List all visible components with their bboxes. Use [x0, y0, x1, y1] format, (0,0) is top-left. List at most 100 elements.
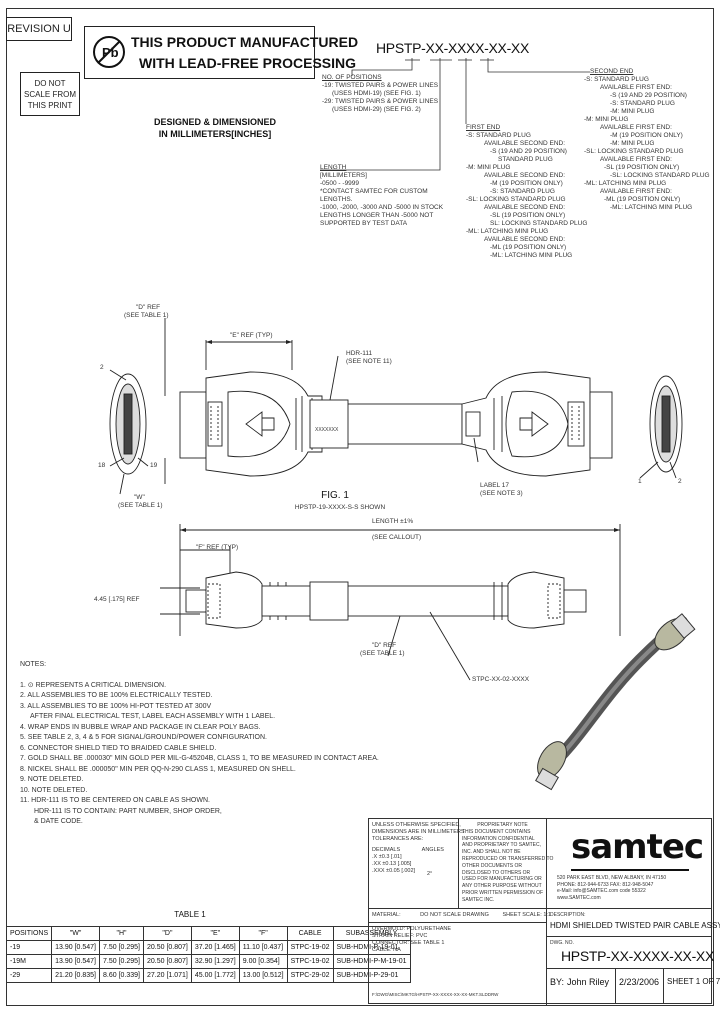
note-item: 4. WRAP ENDS IN BUBBLE WRAP AND PACKAGE … [20, 723, 261, 731]
label-d-ref-bottom: "D" REF (SEE TABLE 1) [360, 642, 405, 658]
note-item: 11. HDR-111 IS TO BE CENTERED ON CABLE A… [20, 797, 210, 804]
second-end-line: -M: MINI PLUG [610, 108, 655, 115]
first-end-line: -S: STANDARD PLUG [466, 132, 531, 139]
material-line: CONNECTOR: SEE TABLE 1 [372, 940, 445, 946]
material-line: STRAIN RELIEF: PVC [372, 933, 428, 939]
label-1-right: 1 [638, 478, 642, 485]
company-line: PHONE: 812-944-6733 FAX: 812-948-5047 [557, 881, 654, 888]
table-row: -29 21.20 [0.835] 8.60 [0.339] 27.20 [1.… [5, 968, 411, 983]
proprietary-line: THIS DOCUMENT CONTAINS [462, 828, 531, 835]
positions-title: NO. OF POSITIONS [322, 74, 382, 81]
note-item: 7. GOLD SHALL BE .000030" MIN GOLD PER M… [20, 755, 379, 762]
positions-line: -19: TWISTED PAIRS & POWER LINES [322, 82, 439, 89]
title-block: UNLESS OTHERWISE SPECIFIED, DIMENSIONS A… [368, 818, 720, 1005]
proprietary-line: DISCLOSED TO OTHERS OR [462, 869, 531, 876]
label-cable-callout: STPC-XX-02-XXXX [472, 676, 530, 683]
fig-title: FIG. 1 [321, 490, 349, 501]
first-end-line: -ML: LATCHING MINI PLUG [466, 228, 549, 235]
label-cable-note-line: (SEE NOTE 3) [480, 490, 523, 497]
material-value: DO NOT SCALE DRAWING [420, 912, 489, 918]
tolerance-line: DIMENSIONS ARE IN MILLIMETERS [372, 829, 465, 835]
side-heat-shrink [309, 581, 349, 621]
note-item: HDR-111 IS TO CONTAIN: PART NUMBER, SHOP… [34, 807, 222, 815]
iso-connector-top [654, 613, 696, 651]
label-cable-note: LABEL 17 (SEE NOTE 3) [480, 482, 523, 498]
tolerance-row: .XX ±0.13 [.005] [372, 861, 412, 867]
note-item: 6. CONNECTOR SHIELD TIED TO BRAIDED CABL… [20, 744, 217, 752]
company-cell: samtec 520 PARK EAST BLVD, NEW ALBANY, I… [547, 819, 711, 909]
notes-title: NOTES: [20, 661, 47, 668]
second-end-line: AVAILABLE FIRST END: [600, 124, 672, 131]
material-row: MATERIAL: DO NOT SCALE DRAWING SHEET SCA… [369, 909, 551, 1005]
table1: POSITIONS "W" "H" "D" "E" "F" CABLE SUBA… [5, 926, 411, 983]
angle-value: 2° [427, 871, 433, 877]
first-end-line: -SL: LOCKING STANDARD PLUG [466, 196, 566, 203]
table-cell: 37.20 [1.465] [190, 940, 240, 955]
dwg-label: DWG. NO. [550, 940, 574, 946]
by-name: John Riley [567, 977, 610, 987]
table-cell: 11.10 [0.437] [238, 940, 288, 955]
revision-box: REVISION U [6, 17, 72, 41]
samtec-logo: samtec [571, 827, 704, 867]
table1-header-cell: "H" [99, 926, 144, 941]
table1-header-cell: CABLE [286, 926, 334, 941]
dwg-number-cell: DWG. NO. HPSTP-XX-XXXX-XX-XX [547, 937, 715, 969]
do-not-scale-line: THIS PRINT [27, 101, 73, 110]
tolerance-row: .X ±0.3 [.01] [372, 854, 402, 860]
lead-free-box: Pb THIS PRODUCT MANUFACTURED WITH LEAD-F… [84, 26, 358, 79]
proprietary-title: PROPRIETARY NOTE [477, 822, 528, 828]
table-cell: STPC-19-02 [286, 940, 334, 955]
label-length-dim: LENGTH ±1% [372, 518, 414, 525]
label-hdr-line: HDR-111 [346, 350, 373, 357]
company-address: 520 PARK EAST BLVD, NEW ALBANY, IN 47150… [557, 875, 666, 901]
first-end-block: FIRST END -S: STANDARD PLUG AVAILABLE SE… [466, 124, 587, 260]
proprietary-line: OTHER DOCUMENTS OR [462, 862, 522, 869]
first-end-line: -S (19 AND 29 POSITION) [490, 148, 567, 155]
table1-header-cell: "D" [142, 926, 192, 941]
note-item: AFTER FINAL ELECTRICAL TEST, LABEL EACH … [30, 713, 276, 720]
label-hdr-note: HDR-111 (SEE NOTE 11) [346, 350, 392, 366]
label-hdr-line: (SEE NOTE 11) [346, 358, 392, 365]
dwg-number: HPSTP-XX-XXXX-XX-XX [561, 948, 715, 964]
label-h-ref: 4.45 [.175] REF [94, 596, 140, 603]
length-title: LENGTH [320, 164, 347, 171]
revision-label: REVISION U [7, 23, 71, 35]
drawing-border [6, 8, 714, 1006]
left-plug-shell [179, 391, 207, 459]
first-end-line: -S: STANDARD PLUG [490, 188, 555, 195]
table-cell: 7.50 [0.295] [99, 940, 144, 955]
proprietary-cell: PROPRIETARY NOTE THIS DOCUMENT CONTAINS … [459, 819, 553, 909]
length-block: LENGTH [MILLIMETERS] -0500 - -9999 *CONT… [320, 164, 443, 228]
second-end-line: -M: MINI PLUG [610, 140, 655, 147]
table1-title: TABLE 1 [174, 910, 206, 919]
material-line: CABLE: NA [372, 947, 401, 953]
second-end-line: -ML: LATCHING MINI PLUG [584, 180, 667, 187]
first-end-line: AVAILABLE SECOND END: [484, 172, 566, 179]
by-label: BY: [550, 977, 565, 987]
proprietary-line: ANY OTHER PURPOSE WITHOUT [462, 883, 542, 890]
label-2-right: 2 [678, 478, 682, 485]
first-end-line: AVAILABLE SECOND END: [484, 204, 566, 211]
first-end-line: SL: LOCKING STANDARD PLUG [490, 220, 588, 227]
angles-label: ANGLES [421, 847, 444, 853]
label-18: 18 [98, 462, 106, 469]
proprietary-line: PRIOR WRITTEN PERMISSION OF [462, 889, 544, 896]
length-line: -1000, -2000, -3000 AND -5000 IN STOCK [320, 204, 444, 211]
table-cell: 20.50 [0.807] [142, 954, 192, 969]
table-cell: 20.50 [0.807] [142, 940, 192, 955]
note-item: 9. NOTE DELETED. [20, 776, 84, 783]
company-line: e-Mail: info@SAMTEC.com code 55322 [557, 888, 646, 894]
table-cell: 13.90 [0.547] [51, 940, 100, 955]
second-end-line: AVAILABLE FIRST END: [600, 156, 672, 163]
side-cable [261, 585, 509, 617]
proprietary-line: AND PROPRIETARY TO SAMTEC, [462, 842, 541, 849]
positions-block: NO. OF POSITIONS -19: TWISTED PAIRS & PO… [322, 74, 438, 114]
note-item: 1. ⊙ REPRESENTS A CRITICAL DIMENSION. [20, 681, 167, 689]
first-end-line: -SL (19 POSITION ONLY) [490, 212, 566, 219]
first-end-line: STANDARD PLUG [498, 156, 553, 163]
first-end-line: -M (19 POSITION ONLY) [490, 180, 563, 187]
first-end-line: AVAILABLE SECOND END: [484, 236, 566, 243]
second-end-line: -M: MINI PLUG [584, 116, 629, 123]
